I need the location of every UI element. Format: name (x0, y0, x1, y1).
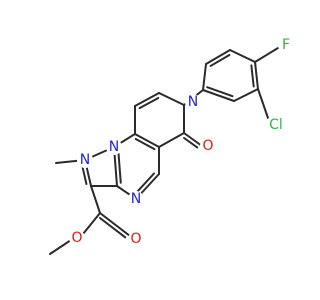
bond-24 (229, 49, 256, 63)
atom-n-pyrazole-2: N (77, 152, 93, 168)
svg-text:O: O (130, 231, 141, 247)
bond-22 (202, 63, 207, 91)
bond-20 (49, 239, 72, 255)
bond-27-second-line (206, 86, 234, 98)
atom-o-keto: O (200, 138, 216, 154)
bond-23-second-line (209, 53, 231, 67)
atom-labels: N N N N O O O Cl (69, 37, 294, 247)
bond-19 (82, 212, 101, 235)
bond-7 (134, 133, 160, 148)
bond-7-second-line (134, 137, 156, 151)
svg-text:N: N (80, 152, 90, 168)
atom-o-ester-ether: O (69, 230, 85, 246)
bond-29 (257, 88, 269, 119)
bond-12 (134, 92, 160, 107)
atom-n-pyrimidine: N (128, 191, 144, 207)
atom-o-ester-carbonyl: O (128, 231, 144, 247)
bond-9-second-line (134, 172, 156, 196)
bond-18-second-line (98, 216, 127, 239)
svg-text:N: N (131, 191, 141, 207)
svg-text:F: F (282, 37, 290, 53)
bond-27 (202, 89, 235, 102)
svg-text:N: N (109, 139, 119, 155)
atom-n-lactam: N (185, 94, 201, 110)
svg-text:O: O (202, 138, 213, 154)
svg-text:Cl: Cl (269, 117, 283, 133)
atom-cl: Cl (266, 115, 286, 135)
bond-16 (183, 132, 203, 147)
bond-15 (158, 132, 185, 148)
bond-25-second-line (250, 64, 255, 88)
bond-17 (90, 185, 101, 214)
bond-18 (99, 212, 131, 237)
bond-25 (254, 61, 259, 90)
svg-text:O: O (71, 230, 82, 246)
bond-28 (254, 47, 279, 63)
bond-13 (158, 92, 185, 106)
molecule-structure: N N N N O O O Cl (49, 37, 294, 255)
bond-16-second-line (183, 136, 199, 149)
bond-12-second-line (138, 96, 160, 110)
bond-lines (49, 47, 279, 255)
bond-4-second-line (117, 148, 122, 184)
svg-text:N: N (188, 94, 198, 110)
atom-f: F (278, 37, 294, 53)
bond-26 (233, 88, 259, 102)
bond-23 (205, 49, 231, 65)
atom-n-pyrazole-1: N (106, 139, 122, 155)
